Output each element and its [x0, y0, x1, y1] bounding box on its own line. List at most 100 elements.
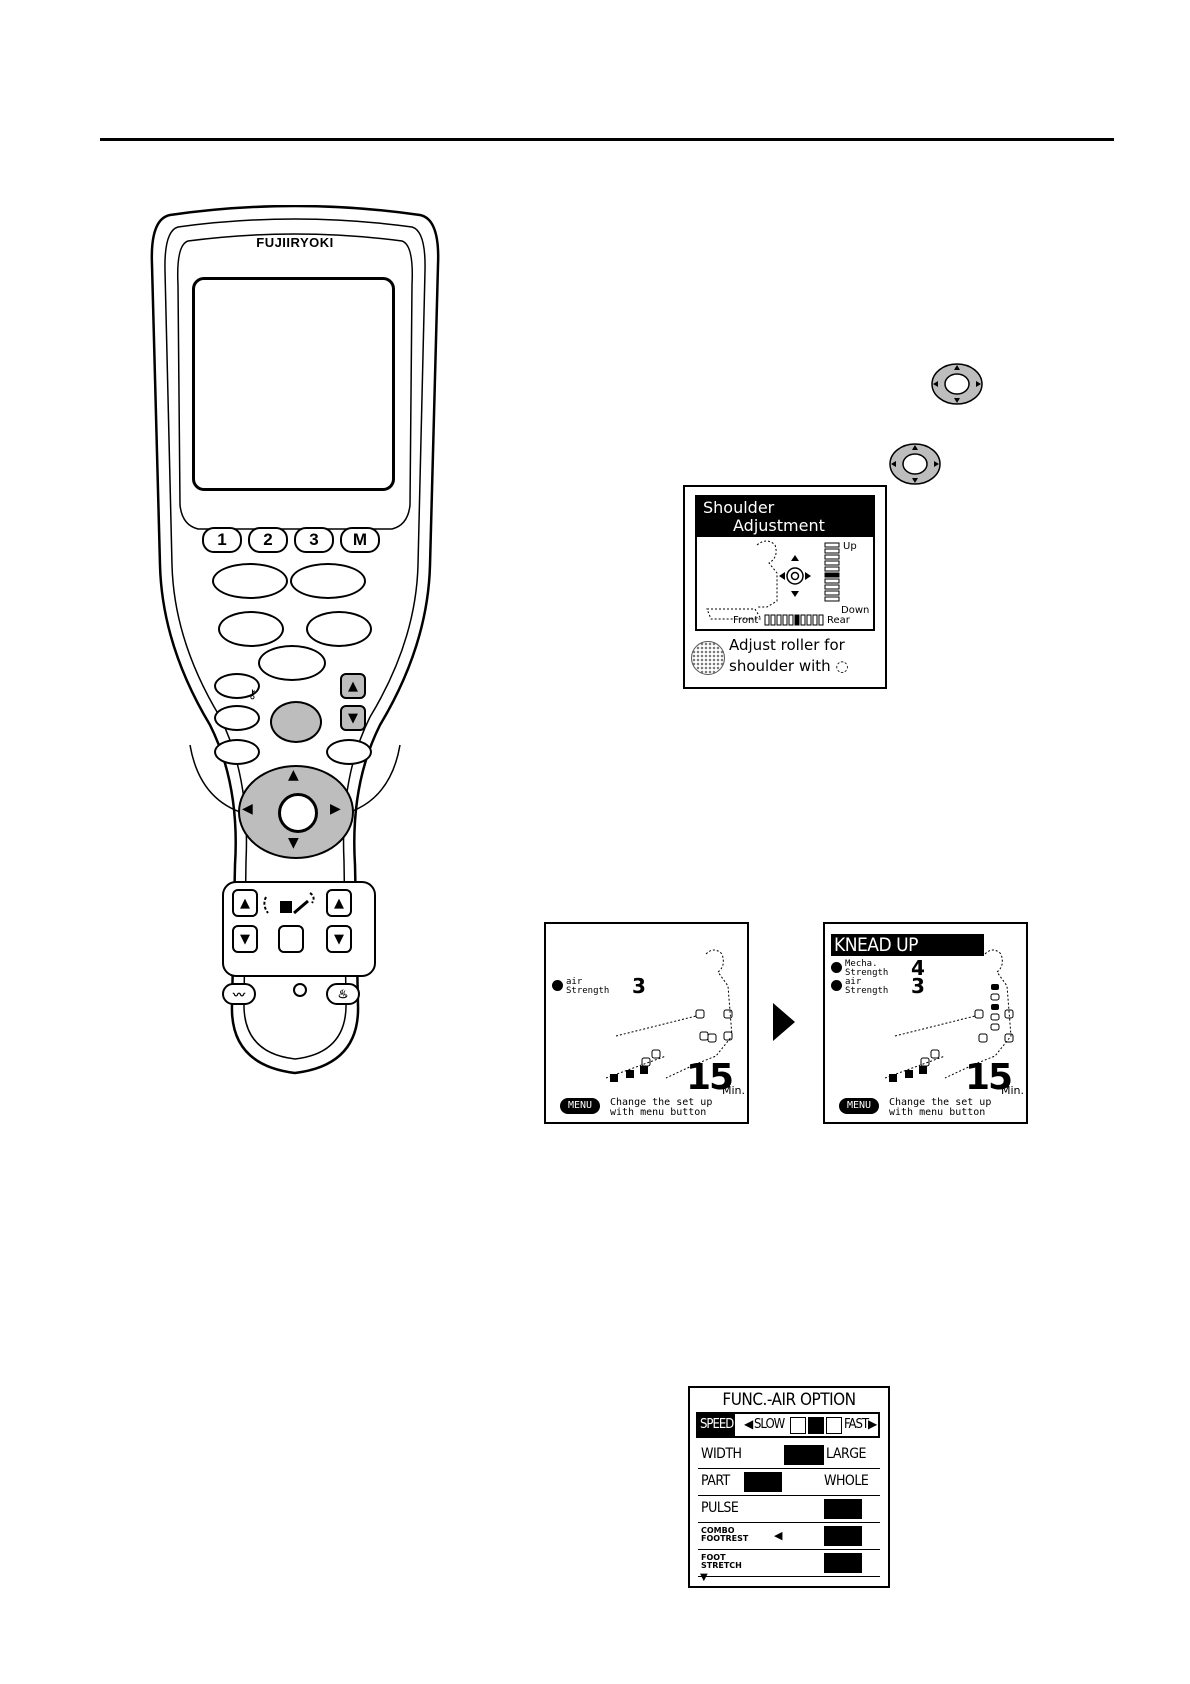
- air-strength-value: 3: [911, 974, 925, 998]
- slow-label: SLOW: [754, 1417, 785, 1432]
- speed-left-arrow-icon: ◀: [744, 1417, 754, 1431]
- caption-line1: Change the set up: [610, 1097, 713, 1108]
- knead-title: KNEAD UP: [831, 934, 984, 956]
- air-strength-value: 3: [632, 974, 646, 998]
- direction-center-button[interactable]: [278, 793, 318, 833]
- chair-body-diagram: [884, 949, 1014, 1082]
- up-arrow-button[interactable]: ▲: [340, 673, 366, 699]
- remote-control-illustration: FUJIIRYOKI 1 2 3 M ⚷ ▲ ▼ ▲ ▼ ◀ ▶ ▲ ▼ ▲ ▼…: [130, 205, 460, 1085]
- upper-right-button[interactable]: [290, 563, 366, 599]
- speed-level-3: [826, 1417, 842, 1434]
- scroll-down-icon: ▼: [700, 1572, 708, 1583]
- time-value: 15: [686, 1057, 734, 1098]
- combo-footrest-selector: [824, 1526, 862, 1546]
- width-label: WIDTH: [701, 1446, 742, 1462]
- time-unit: Min.: [722, 1084, 746, 1097]
- shoulder-diagram: [706, 540, 840, 626]
- air-label-1: air: [845, 977, 862, 987]
- shoulder-lcd: Shoulder Adjustment: [695, 495, 875, 631]
- speed-level-2: [808, 1417, 824, 1434]
- menu-badge: MENU: [560, 1098, 600, 1114]
- joystick-icon-2: [889, 443, 941, 485]
- foot-stretch-selector: [824, 1553, 862, 1573]
- large-label: LARGE: [826, 1446, 866, 1462]
- backrest-down-button[interactable]: ▼: [232, 925, 258, 953]
- air-label-2: Strength: [845, 986, 889, 996]
- center-button[interactable]: [258, 645, 326, 681]
- heat-button[interactable]: ♨: [326, 983, 360, 1005]
- memory-button-m[interactable]: M: [340, 527, 380, 553]
- air-strength-icon: [831, 980, 842, 991]
- caption-line2: with menu button: [610, 1107, 707, 1118]
- menu-badge: MENU: [839, 1098, 879, 1114]
- memory-button-1[interactable]: 1: [202, 527, 242, 553]
- combo-left-arrow-icon: ◀: [774, 1529, 783, 1542]
- transition-arrow-icon: [773, 1003, 795, 1041]
- time-unit: Min.: [1001, 1084, 1025, 1097]
- shoulder-caption: Adjust roller for shoulder with ◌: [729, 635, 849, 677]
- mecha-label-1: Mecha.: [845, 959, 878, 969]
- stop-button[interactable]: [270, 701, 322, 743]
- side-left-button-2[interactable]: [214, 705, 260, 731]
- down-arrow-button[interactable]: ▼: [340, 705, 366, 731]
- mecha-strength-icon: [831, 962, 842, 973]
- speed-row[interactable]: SPEED ◀ SLOW FAST ▶: [696, 1412, 880, 1438]
- whole-label: WHOLE: [824, 1473, 869, 1489]
- key-icon: ⚷: [248, 687, 257, 701]
- memory-button-3[interactable]: 3: [294, 527, 334, 553]
- func-title: FUNC.-AIR OPTION: [722, 1390, 856, 1410]
- roller-dots-icon: [691, 641, 725, 675]
- up-label: Up: [843, 541, 857, 552]
- shoulder-caption-line2: shoulder with ◌: [729, 657, 849, 675]
- pulse-label: PULSE: [701, 1500, 739, 1516]
- width-selector: [784, 1445, 824, 1465]
- recline-center-button[interactable]: [278, 925, 304, 953]
- pad-down-arrow-icon: ▼: [288, 835, 299, 851]
- joystick-small-icon: ◌: [835, 657, 849, 675]
- caption-line1: Change the set up: [889, 1097, 992, 1108]
- pad-left-arrow-icon: ◀: [242, 801, 253, 817]
- mecha-strength-value: 4: [911, 956, 925, 980]
- side-left-button-3[interactable]: [214, 739, 260, 765]
- part-label: PART: [701, 1473, 730, 1489]
- legrest-up-button[interactable]: ▲: [326, 889, 352, 917]
- chair-body-diagram: [605, 949, 733, 1082]
- pulse-row[interactable]: PULSE: [698, 1496, 880, 1523]
- backrest-up-button[interactable]: ▲: [232, 889, 258, 917]
- side-right-button-3[interactable]: [326, 739, 372, 765]
- mecha-label-2: Strength: [845, 968, 889, 978]
- rear-label: Rear: [827, 615, 850, 626]
- func-air-option-screen: FUNC.-AIR OPTION SPEED ◀ SLOW FAST ▶ WID…: [688, 1386, 890, 1588]
- key-button[interactable]: [214, 673, 260, 699]
- remote-display: [192, 277, 395, 491]
- header-rule: [100, 138, 1114, 141]
- knead-screen-before: air Strength 3 15 Min. MENU Change the s…: [544, 922, 749, 1124]
- speed-right-arrow-icon: ▶: [868, 1417, 878, 1431]
- upper-left-button[interactable]: [212, 563, 288, 599]
- speed-label: SPEED: [698, 1414, 736, 1436]
- air-label-2: Strength: [566, 986, 610, 996]
- mid-left-button[interactable]: [218, 611, 284, 647]
- shoulder-title-line2: Adjustment: [733, 516, 825, 535]
- memory-button-2[interactable]: 2: [248, 527, 288, 553]
- caption-line2: with menu button: [889, 1107, 986, 1118]
- recline-chair-icon: [263, 892, 315, 915]
- fast-label: FAST: [844, 1417, 869, 1432]
- knead-screen-after: KNEAD UP Mecha. Strength 4 air Strength …: [823, 922, 1028, 1124]
- part-row[interactable]: PART WHOLE: [698, 1469, 880, 1496]
- remote-body-outline: [150, 205, 440, 1075]
- speed-level-1: [790, 1417, 806, 1434]
- legrest-down-button[interactable]: ▼: [326, 925, 352, 953]
- shoulder-title: Shoulder Adjustment: [697, 497, 873, 537]
- air-strength-icon: [552, 980, 563, 991]
- part-selector: [744, 1472, 782, 1492]
- width-row[interactable]: WIDTH LARGE: [698, 1442, 880, 1469]
- indicator-led: [293, 983, 307, 997]
- mid-right-button[interactable]: [306, 611, 372, 647]
- front-label: Front: [733, 615, 759, 626]
- wave-button[interactable]: 〰: [222, 983, 256, 1005]
